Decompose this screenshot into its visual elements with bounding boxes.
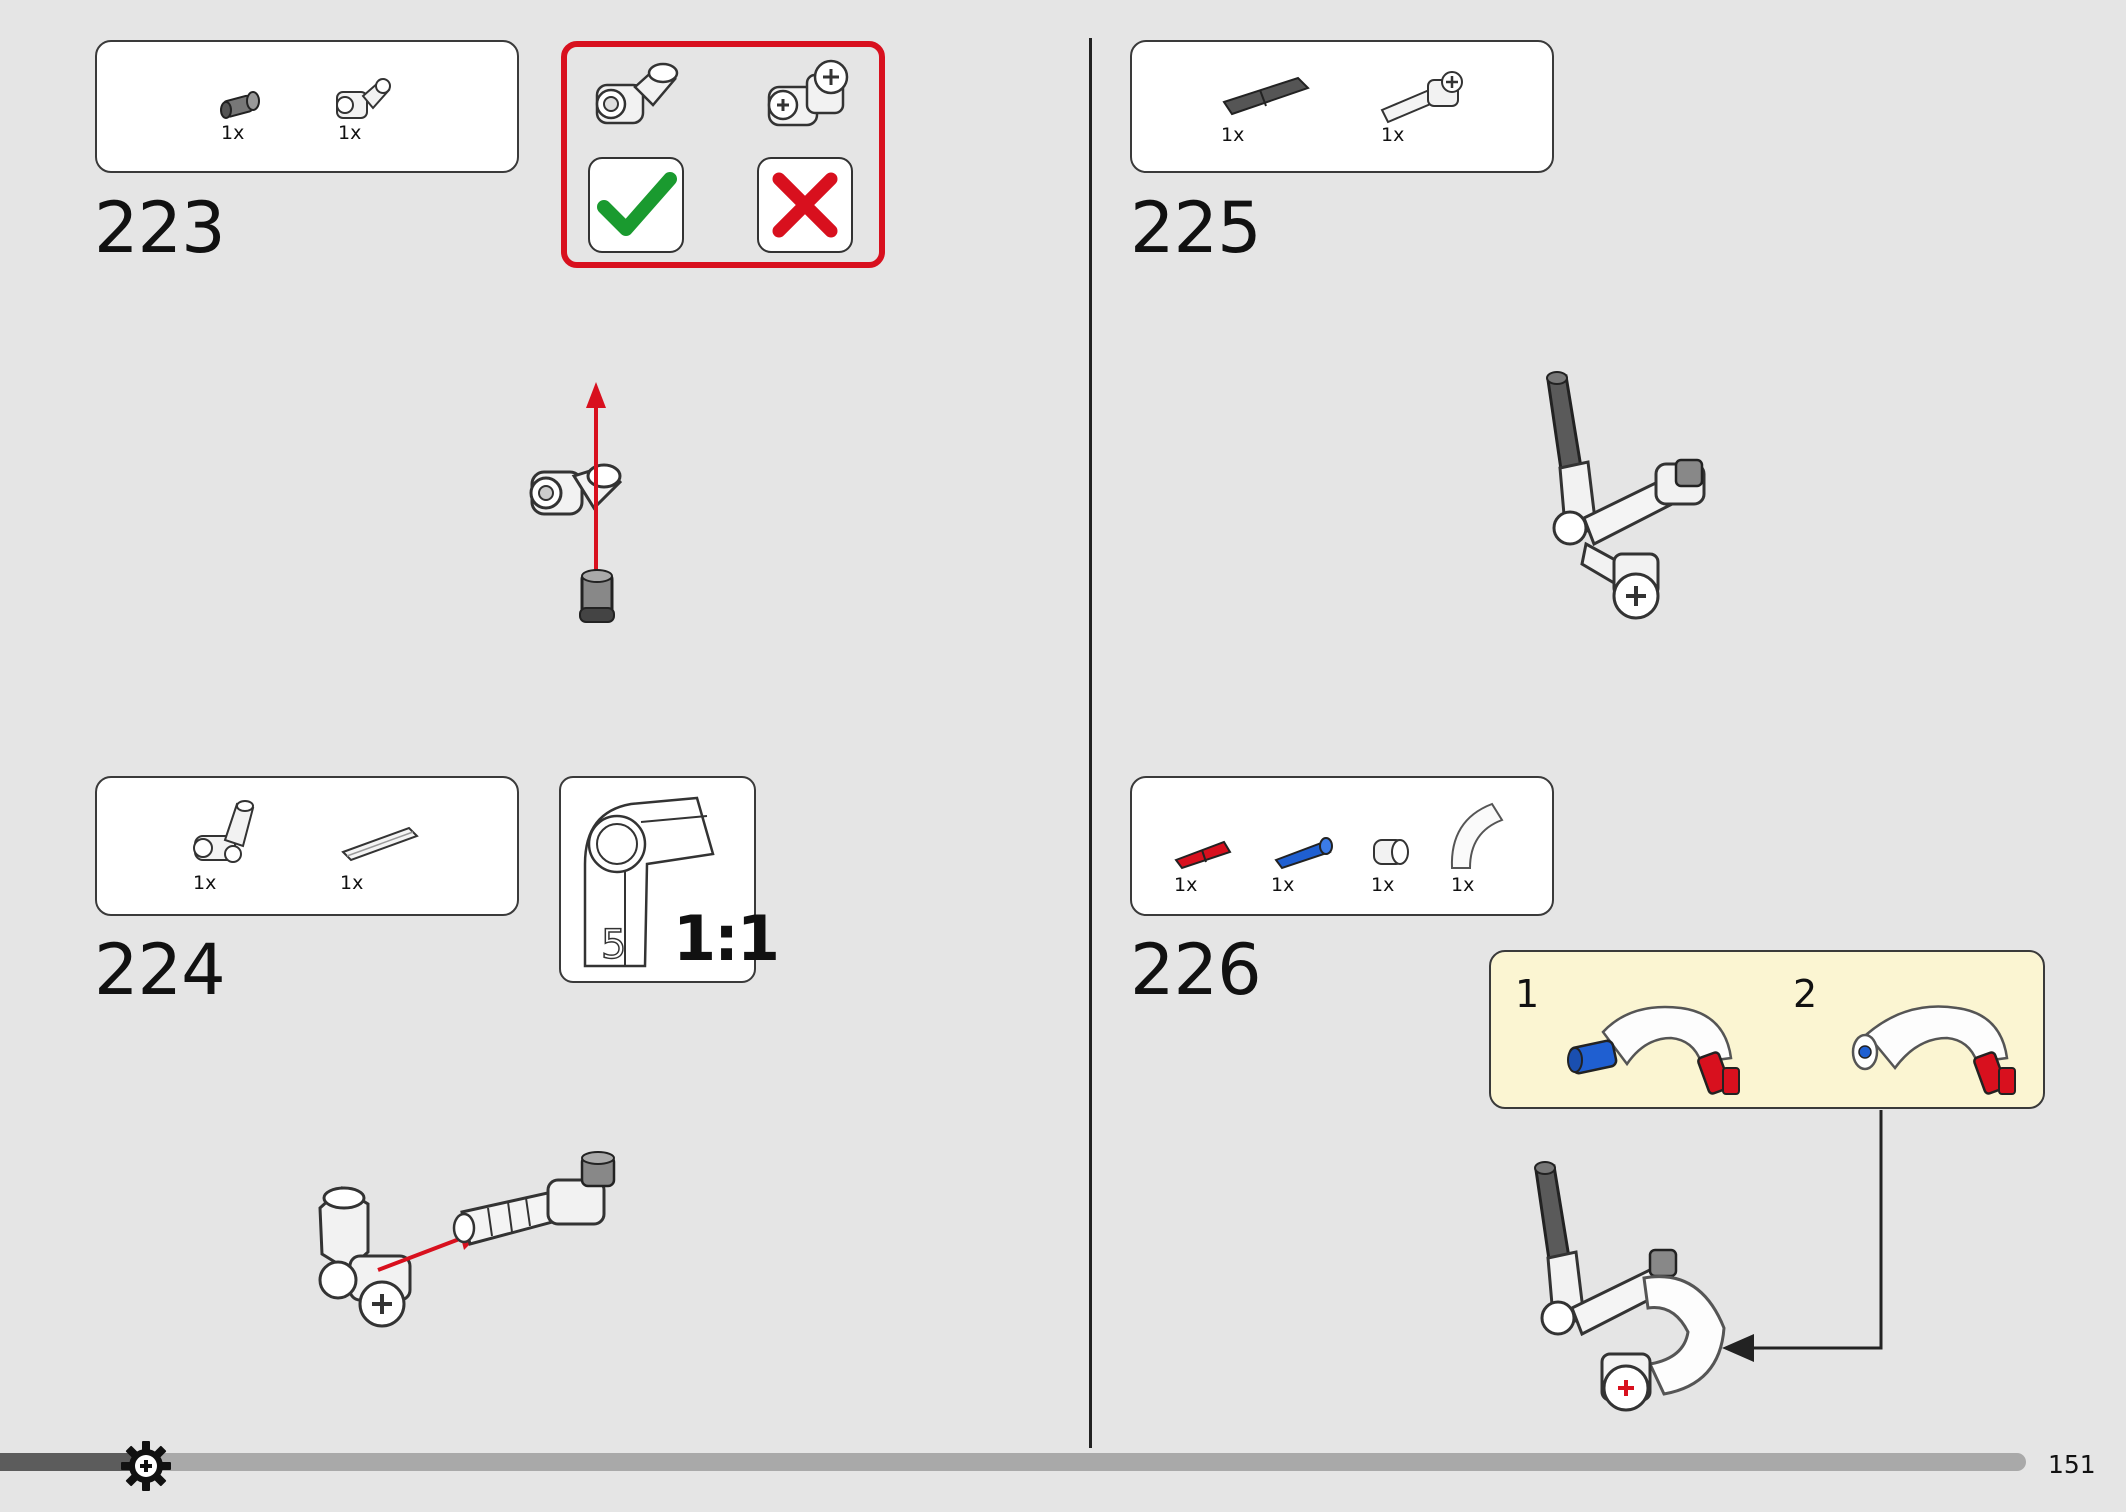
angle-connector-icon	[595, 62, 679, 125]
page-number: 151	[2048, 1450, 2096, 1479]
wrong-indicator	[757, 157, 853, 253]
part-qty: 1x	[338, 122, 362, 144]
step-225-assembly	[1546, 371, 1706, 620]
part-qty: 1x	[1381, 124, 1405, 146]
angle-connector-icon	[767, 59, 849, 127]
scale-label: 1:1	[673, 902, 780, 975]
substep-callout: 1 2	[1489, 950, 2045, 1109]
gear-icon	[121, 1441, 171, 1491]
part-qty: 1x	[1451, 874, 1475, 896]
correct-indicator	[588, 157, 684, 253]
callout-pointer-arrow	[1722, 1110, 1883, 1362]
part-qty: 1x	[1174, 874, 1198, 896]
parts-list-223: 1x 1x	[95, 40, 519, 173]
scale-angled-connector: 5	[583, 796, 715, 969]
pin-with-bush-icon	[220, 91, 260, 119]
page-divider	[1089, 38, 1092, 1448]
connector-assembly-icon	[1380, 71, 1463, 124]
axle-icon	[341, 826, 419, 862]
part-qty: 1x	[1221, 124, 1245, 146]
dark-axle-icon	[1222, 76, 1310, 116]
parts-list-226: 1x 1x 1x 1x	[1130, 776, 1554, 916]
step-number-223: 223	[94, 187, 226, 269]
substep-number: 2	[1793, 972, 1818, 1016]
step-number-225: 225	[1130, 187, 1262, 269]
parts-list-225: 1x 1x	[1130, 40, 1554, 173]
scale-length: 5	[601, 922, 626, 968]
step-number-226: 226	[1130, 929, 1262, 1011]
scale-indicator: 5 1:1	[559, 776, 780, 983]
part-qty: 1x	[221, 122, 245, 144]
step-224-assembly	[318, 1151, 616, 1328]
angle-connector-icon	[336, 78, 391, 119]
parts-list-224: 1x 1x	[95, 776, 519, 916]
step-number-224: 224	[94, 929, 226, 1011]
progress-track	[0, 1453, 2026, 1471]
red-axle-pin-icon	[1174, 840, 1232, 870]
progress-fill	[0, 1453, 142, 1471]
blue-axle-pin-icon	[1274, 837, 1333, 870]
substep-2-assembly	[1851, 1005, 2016, 1095]
cross-icon	[772, 172, 838, 238]
comparison-box	[561, 41, 885, 268]
angled-axle-connector-icon	[193, 800, 255, 863]
step-223-assembly	[529, 382, 623, 623]
step-226-assembly	[1534, 1161, 1726, 1412]
part-qty: 1x	[340, 872, 364, 894]
direction-arrow	[377, 1236, 463, 1272]
flex-tube-icon	[1450, 802, 1504, 869]
substep-1-assembly	[1567, 1005, 1740, 1095]
check-icon	[597, 172, 677, 236]
part-qty: 1x	[1371, 874, 1395, 896]
part-qty: 1x	[193, 872, 217, 894]
substep-number: 1	[1515, 972, 1540, 1016]
bush-icon	[1373, 839, 1409, 865]
part-qty: 1x	[1271, 874, 1295, 896]
